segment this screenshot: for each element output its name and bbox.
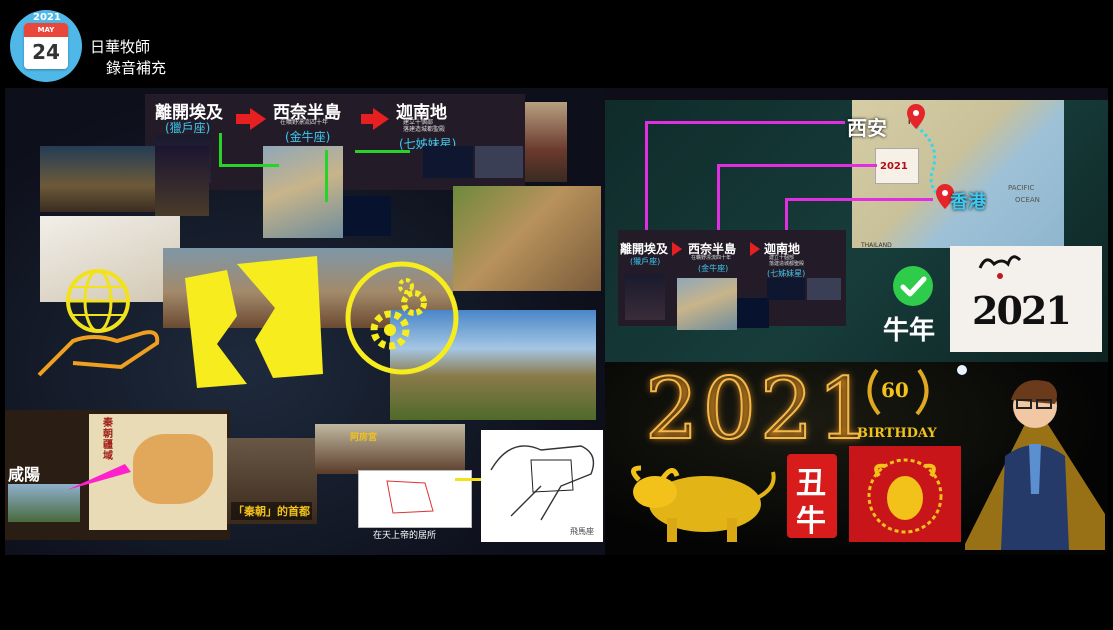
r-seq-step2-note: 在曠野漂流四十年 <box>691 255 732 261</box>
pegasus-label: 飛馬座 <box>570 527 594 536</box>
sixty-label: 60 <box>881 378 909 402</box>
moses-portrait-image <box>525 102 567 182</box>
moses-staff-image <box>155 146 209 216</box>
heaven-dwelling-label: 在天上帝的居所 <box>373 531 437 541</box>
r-seq-step3-title: 迦南地 <box>764 242 801 256</box>
ox-medallion-icon <box>867 458 943 534</box>
xianyang-label: 咸陽 <box>8 465 41 484</box>
chou-niu-seal: 丑 牛 <box>787 454 837 538</box>
laurel-wreath-icon <box>867 368 929 416</box>
connector-line <box>325 150 328 202</box>
pleiades-image-2 <box>475 146 523 178</box>
gears-icon <box>345 261 459 375</box>
sinai-map-image <box>263 146 343 238</box>
map-text-ocean: OCEAN <box>1015 196 1040 204</box>
r-orion-image <box>625 274 665 320</box>
seq-step1-title: 離開埃及 <box>155 103 223 123</box>
r-seq-arrow1-icon <box>672 242 682 256</box>
seq-step3-note2: 落建造城都聖殿 <box>403 126 446 133</box>
r-seq-step1-sub: (獵戶座) <box>630 257 661 266</box>
pegasus-square-diagram <box>358 470 472 528</box>
stamp-year: 2021 <box>880 161 908 172</box>
calendar-icon: MAY 24 <box>24 23 68 69</box>
birthday-label: BIRTHDAY <box>857 426 937 441</box>
r-seq-step1-title: 離開埃及 <box>620 242 669 256</box>
map-2021-stamp-image: 2021 <box>875 148 919 184</box>
r-taurus-image <box>737 298 769 328</box>
ancient-city-model-image <box>453 186 601 291</box>
seq-step3-title: 迦南地 <box>396 103 447 123</box>
star-square-diagram <box>386 480 434 514</box>
check-circle-icon <box>893 266 933 306</box>
globe-hand-icon <box>37 269 160 377</box>
sparkle-icon <box>957 365 967 375</box>
seq-step3-note1: 建立十個部 <box>403 119 434 126</box>
map-title-label: 秦朝疆域 <box>103 418 113 462</box>
slide-collage: 離開埃及 (獵戶座) 西奈半島 在曠野漂流四十年 (金牛座) 迦南地 建立十個部… <box>5 88 1108 555</box>
seq-arrow1-icon <box>250 108 266 130</box>
connector-line <box>717 164 720 244</box>
r-seq-step3-note2: 落建造城都聖殿 <box>769 261 805 267</box>
r-seq-step2-sub: (金牛座) <box>698 264 729 273</box>
r-seq-step2-title: 西奈半島 <box>688 242 737 256</box>
connector-line <box>219 133 222 166</box>
red-ox-card <box>849 446 961 542</box>
r-seq-step3-sub: (七姊妹星) <box>767 269 806 278</box>
connector-line <box>219 164 279 167</box>
pointer-arrow-icon <box>67 464 131 490</box>
calendar-badge: MAY 24 <box>10 10 82 82</box>
calendar-day: 24 <box>32 40 60 64</box>
seq-step2-sub: (金牛座) <box>285 130 331 144</box>
seal-char-chou: 丑 <box>796 466 826 501</box>
ox-calligraphy-card: 2021 <box>950 246 1102 352</box>
pegasus-constellation-image <box>481 430 603 542</box>
header-title-line2: 錄音補充 <box>106 59 167 77</box>
seal-char-niu: 牛 <box>796 504 826 538</box>
businessman-illustration <box>965 380 1105 550</box>
israelites-crossing-image <box>40 146 160 212</box>
connector-line <box>645 121 845 124</box>
route-path-icon <box>907 104 943 200</box>
golden-ox-icon <box>631 465 776 542</box>
calendar-year: 2021 <box>33 12 61 23</box>
sparkler-2021-text: 2021 <box>644 359 875 459</box>
seq-arrow1-bar <box>236 114 250 124</box>
broken-border-icon <box>185 256 323 388</box>
seq-step1-sub: (獵戶座) <box>165 121 211 135</box>
ox-head-icon <box>978 255 1022 279</box>
palace-label: 阿房宮 <box>350 433 378 443</box>
seq-arrow2-icon <box>373 108 389 130</box>
connector-line <box>785 198 933 201</box>
epang-palace-image <box>315 424 465 474</box>
r-seq-arrow2-icon <box>750 242 760 256</box>
header-title-line1: 日華牧師 <box>90 38 151 56</box>
connector-line <box>717 164 877 167</box>
r-pleiades-image-2 <box>807 278 841 300</box>
connector-line <box>645 121 648 244</box>
seq-arrow2-bar <box>361 114 373 124</box>
xian-label: 西安 <box>847 116 887 140</box>
map-region-shape <box>133 434 213 504</box>
pegasus-drawing <box>490 445 595 521</box>
qin-capital-label: 「秦朝」的首都 <box>231 502 312 520</box>
r-seq-step3-note1: 建立十個部 <box>769 255 795 261</box>
map-text-thailand: THAILAND <box>861 242 892 249</box>
qin-territory-map-image <box>89 414 227 530</box>
r-pleiades-image-1 <box>767 278 805 300</box>
seq-step2-title: 西奈半島 <box>273 103 341 123</box>
connector-line <box>785 198 788 238</box>
pleiades-image-1 <box>423 146 473 178</box>
calendar-month: MAY <box>24 23 68 37</box>
xianyang-photo-image <box>8 484 80 522</box>
calligraphy-year: 2021 <box>972 288 1072 333</box>
location-pin-icon <box>936 184 954 209</box>
connector-line <box>355 150 410 153</box>
connector-line <box>455 478 485 481</box>
seq-step2-note: 在曠野漂流四十年 <box>280 119 329 126</box>
r-sinai-map-image <box>677 278 737 330</box>
taurus-stars-image <box>343 196 391 236</box>
hongkong-label: 香港 <box>950 192 986 213</box>
ox-year-label: 牛年 <box>883 316 936 346</box>
map-text-pacific: PACIFIC <box>1008 184 1035 192</box>
